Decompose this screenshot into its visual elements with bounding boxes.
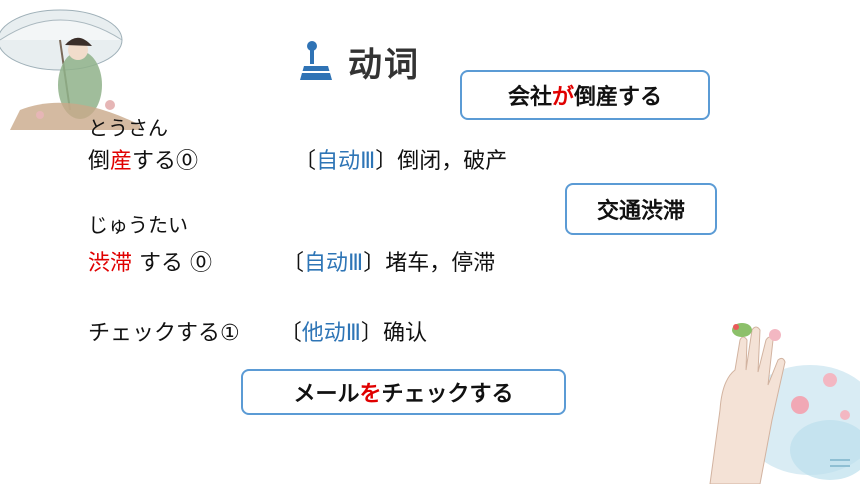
vocab-entry: 倒産する⓪ 〔自动Ⅲ〕倒闭，破产 <box>88 149 508 174</box>
page-title: 动词 <box>348 44 420 85</box>
example-box-kotsu: 交通渋滞 <box>565 183 717 235</box>
title-row: 动词 <box>298 36 420 86</box>
entry-reading: とうさん <box>88 116 168 140</box>
example-box-mail: メールをチェックする <box>241 369 566 415</box>
hand-with-bird-illustration <box>709 323 860 484</box>
example-box-kaisha: 会社が倒産する <box>460 70 710 120</box>
joystick-icon <box>300 41 332 80</box>
vocab-entry: 渋滞 する ⓪ 〔自动Ⅲ〕堵车，停滞 <box>88 251 496 276</box>
umbrella-girl-illustration <box>0 9 140 130</box>
vocab-entry: チェックする① 〔他动Ⅲ〕确认 <box>88 321 427 346</box>
entry-reading: じゅうたい <box>88 213 188 237</box>
